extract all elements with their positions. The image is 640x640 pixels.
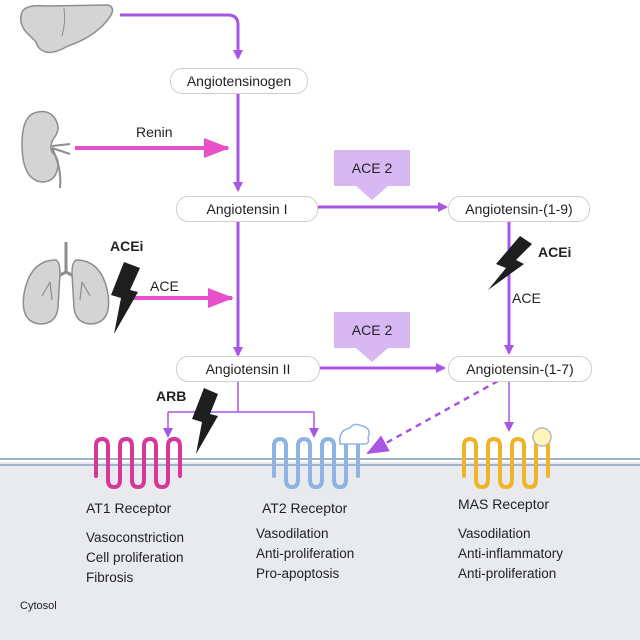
cytosol-label: Cytosol — [20, 600, 57, 612]
at2-effects: Vasodilation Anti-proliferation Pro-apop… — [256, 524, 354, 584]
acei-label-right: ACEi — [538, 244, 572, 260]
renin-label: Renin — [136, 124, 173, 140]
effect-item: Anti-proliferation — [458, 566, 557, 581]
ace-label-left: ACE — [150, 278, 179, 294]
effect-item: Pro-apoptosis — [256, 566, 340, 581]
mas-receptor-icon — [462, 427, 552, 490]
node-angiotensin-1-7: Angiotensin-(1-7) — [448, 356, 592, 382]
lungs-icon — [22, 242, 110, 325]
at1-receptor-icon — [94, 436, 182, 490]
arb-label: ARB — [156, 388, 187, 404]
effect-item: Anti-inflammatory — [458, 546, 564, 561]
at2-receptor-label: AT2 Receptor — [262, 500, 348, 516]
liver-icon — [19, 4, 114, 54]
node-angiotensin-ii: Angiotensin II — [176, 356, 320, 382]
node-angiotensinogen: Angiotensinogen — [170, 68, 308, 94]
lightning-icon — [488, 236, 532, 290]
lightning-icon — [192, 388, 218, 454]
effect-item: Vasoconstriction — [86, 530, 185, 545]
effect-item: Fibrosis — [86, 570, 134, 585]
ace2-pointer — [356, 186, 388, 200]
ace2-label: ACE 2 — [334, 312, 410, 348]
ace2-callout-top: ACE 2 — [334, 150, 410, 200]
ang-ii-branch-lines — [168, 380, 314, 413]
node-angiotensin-i: Angiotensin I — [176, 196, 318, 222]
liver-to-angiotensinogen-arrow — [120, 13, 243, 60]
node-angiotensin-1-9: Angiotensin-(1-9) — [448, 196, 590, 222]
ace2-callout-bottom: ACE 2 — [334, 312, 410, 362]
kidney-icon — [21, 110, 71, 189]
effect-item: Vasodilation — [256, 526, 329, 541]
effect-item: Cell proliferation — [86, 550, 184, 565]
mas-receptor-label: MAS Receptor — [458, 496, 550, 512]
cytosol-region — [0, 462, 640, 640]
mas-effects: Vasodilation Anti-inflammatory Anti-prol… — [458, 524, 563, 584]
ang-1-7-to-at2-dashed-arrow — [366, 379, 499, 455]
ace2-label: ACE 2 — [334, 150, 410, 186]
at1-effects: Vasoconstriction Cell proliferation Fibr… — [86, 528, 184, 588]
at1-receptor-label: AT1 Receptor — [86, 500, 172, 516]
at2-receptor-icon — [272, 423, 370, 490]
effect-item: Vasodilation — [458, 526, 531, 541]
ace-label-right: ACE — [512, 290, 541, 306]
effect-item: Anti-proliferation — [256, 546, 355, 561]
acei-label-left: ACEi — [110, 238, 144, 254]
lightning-icon — [111, 262, 140, 334]
ace2-pointer — [356, 348, 388, 362]
